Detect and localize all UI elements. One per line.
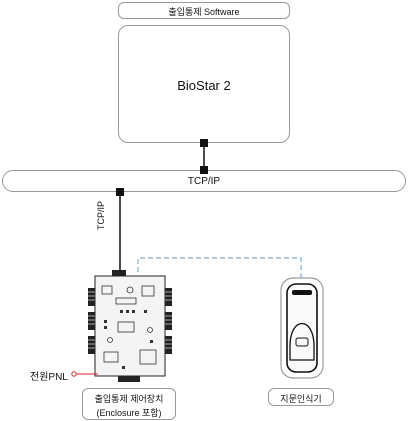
vertical-link-label: TCP/IP <box>96 200 106 230</box>
server-label: BioStar 2 <box>177 78 231 93</box>
controller-caption-box: 출입통제 제어장치 (Enclosure 포함) <box>82 388 176 420</box>
reader-caption: 지문인식기 <box>280 394 322 404</box>
power-dot <box>71 371 77 377</box>
controller-caption-line2: (Enclosure 포함) <box>96 408 162 418</box>
software-header-box: 출입통제 Software <box>118 2 290 19</box>
power-label: 전원PNL <box>30 372 68 383</box>
fingerprint-reader-device <box>280 277 324 379</box>
reader-link-dashed <box>137 257 302 280</box>
reader-caption-box: 지문인식기 <box>268 388 334 406</box>
server-box: BioStar 2 <box>118 25 290 143</box>
controller-board <box>88 270 172 382</box>
controller-caption-line1: 출입통제 제어장치 <box>94 394 164 404</box>
software-header-label: 출입통제 Software <box>168 7 240 17</box>
server-port <box>200 139 208 147</box>
network-bus-label: TCP/IP <box>187 176 221 187</box>
bus-port-top <box>200 166 208 174</box>
